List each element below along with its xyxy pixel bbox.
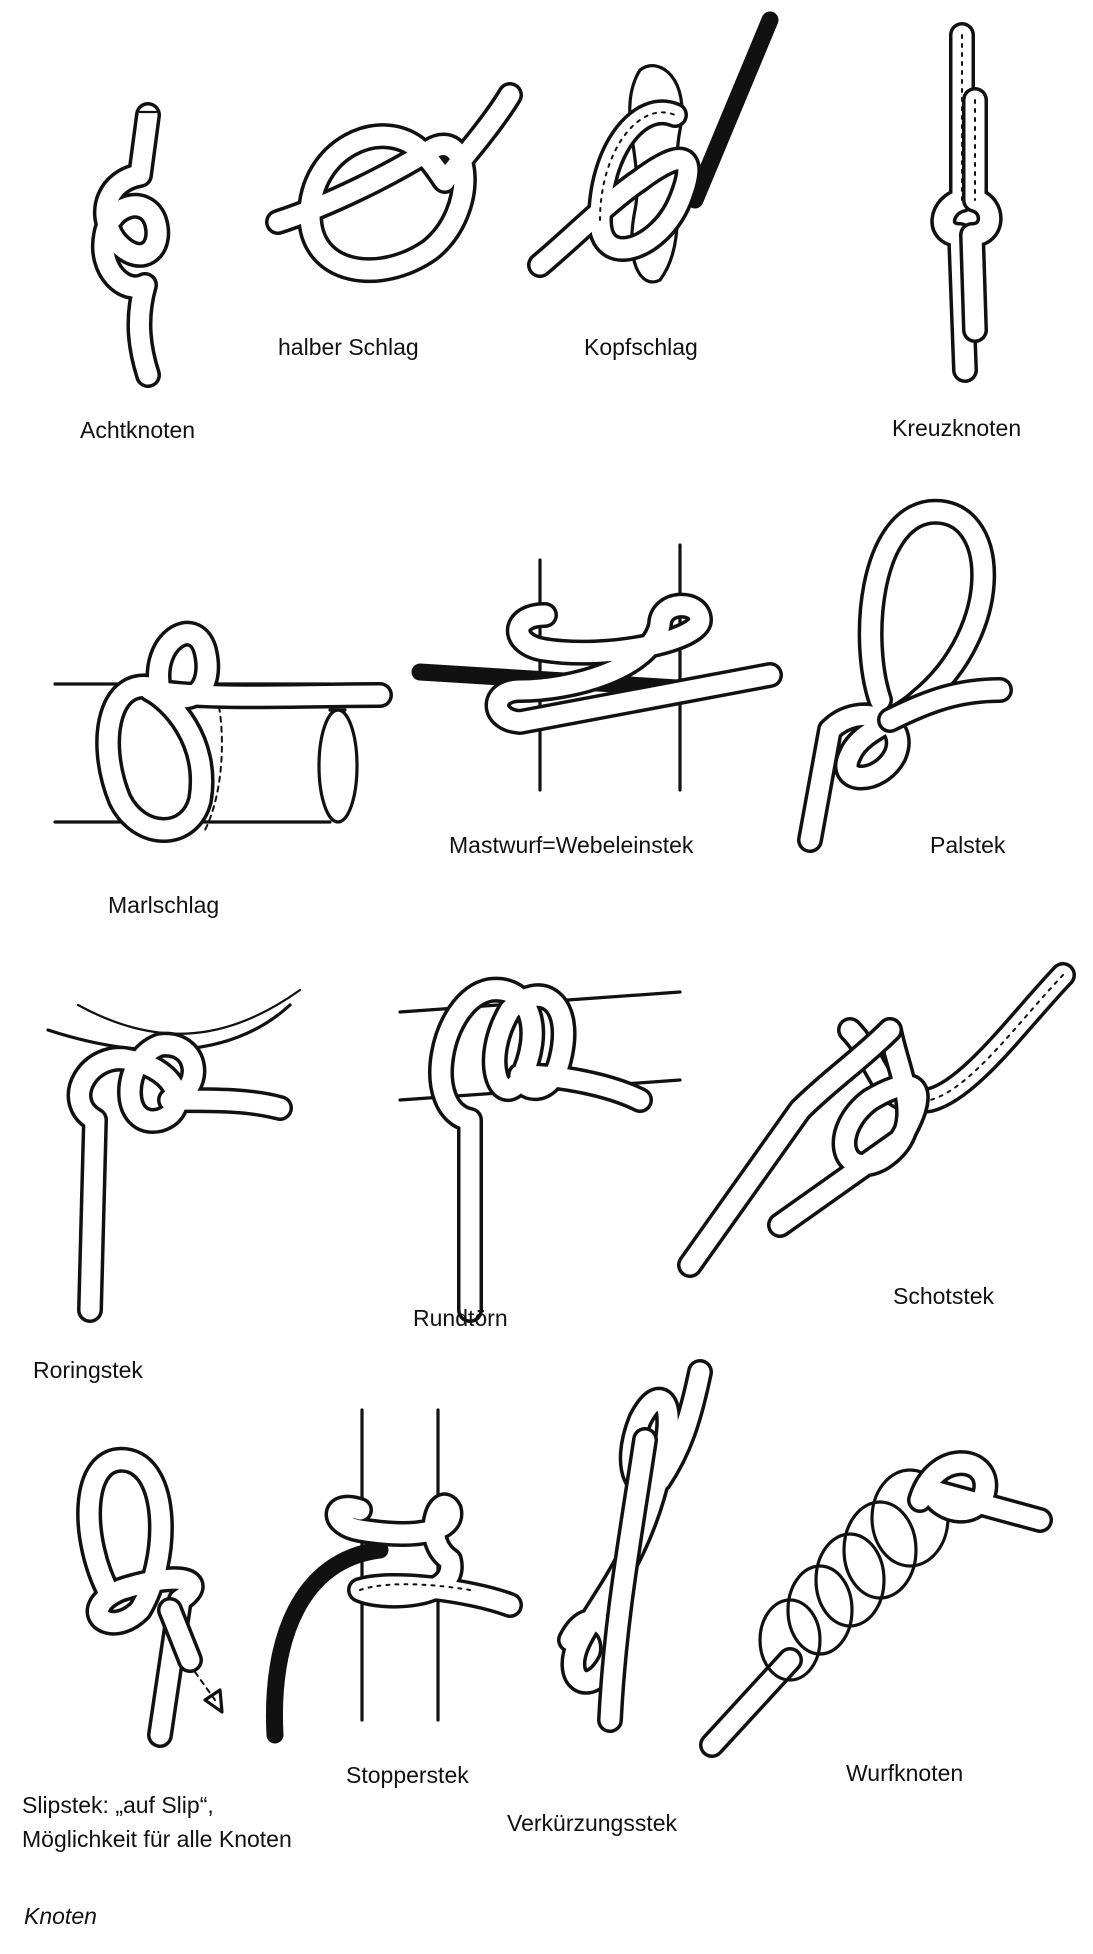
mastwurf-drawing <box>411 543 783 792</box>
label-verkuerzungsstek: Verkürzungsstek <box>507 1810 678 1836</box>
label-rundtoern: Rundtörn <box>413 1305 508 1331</box>
label-slipstek-line2: Möglichkeit für alle Knoten <box>22 1826 292 1852</box>
label-wurfknoten: Wurfknoten <box>846 1760 964 1786</box>
rundtoern-drawing <box>398 976 682 1323</box>
kreuzknoten-drawing <box>930 22 1003 383</box>
label-achtknoten: Achtknoten <box>80 417 196 443</box>
label-stopperstek: Stopperstek <box>346 1762 469 1788</box>
achtknoten-drawing <box>90 102 171 388</box>
label-kreuzknoten: Kreuzknoten <box>892 415 1022 441</box>
label-marlschlag: Marlschlag <box>108 892 220 918</box>
label-mastwurf: Mastwurf=Webeleinstek <box>449 832 694 858</box>
label-kopfschlag: Kopfschlag <box>584 334 698 360</box>
marlschlag-drawing <box>53 620 393 843</box>
label-palstek: Palstek <box>930 832 1006 858</box>
label-roringstek: Roringstek <box>33 1357 143 1383</box>
roringstek-drawing <box>46 988 302 1323</box>
label-schotstek: Schotstek <box>893 1283 994 1309</box>
label-slipstek-line1: Slipstek: „auf Slip“, <box>22 1792 214 1818</box>
label-halber-schlag: halber Schlag <box>278 334 419 360</box>
slipstek-drawing <box>76 1446 224 1748</box>
wurfknoten-drawing <box>699 1450 1053 1758</box>
kopfschlag-drawing <box>527 11 779 284</box>
halber-schlag-drawing <box>265 82 523 284</box>
figure-caption: Knoten <box>24 1903 97 1929</box>
verkuerzungsstek-drawing <box>557 1359 713 1733</box>
schotstek-drawing <box>677 962 1076 1278</box>
stopperstek-drawing <box>265 1408 523 1744</box>
palstek-drawing <box>797 498 1013 853</box>
